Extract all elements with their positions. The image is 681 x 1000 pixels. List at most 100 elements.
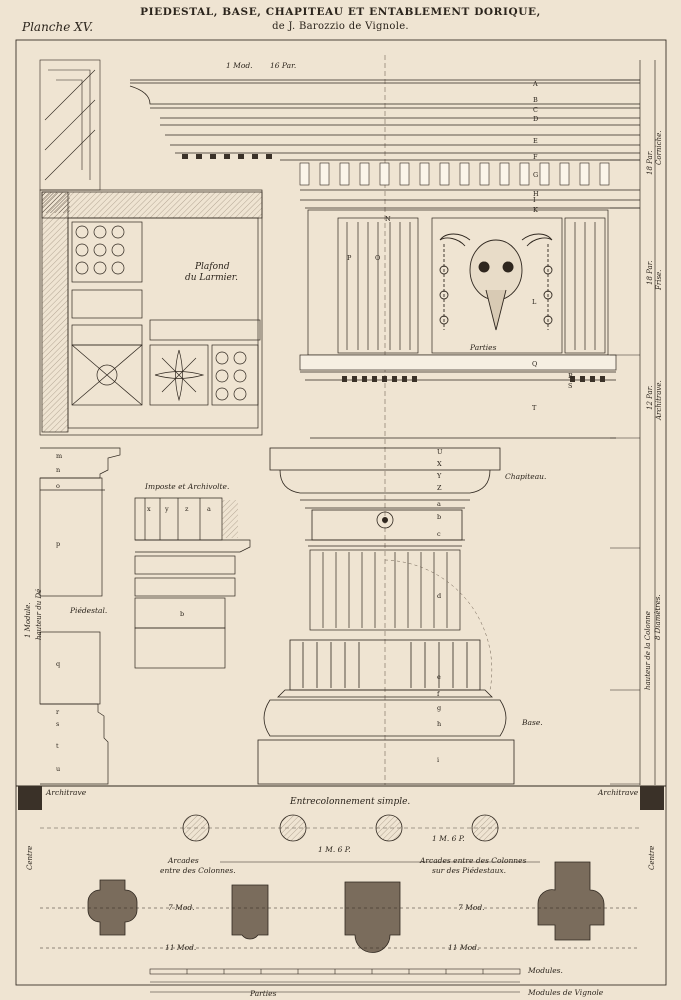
letter-capital-1: X bbox=[437, 460, 442, 468]
label-architrave-right: Architrave bbox=[598, 788, 639, 797]
label-mod-bottom-right: 11 Mod. bbox=[448, 943, 480, 952]
plate-subtitle: de J. Barozzio de Vignole. bbox=[272, 21, 409, 32]
letter-base-4: h bbox=[437, 720, 442, 728]
letter-imposte-4: b bbox=[180, 610, 185, 618]
label-architrave-left: Architrave bbox=[46, 788, 87, 797]
label-par-top: 16 Par. bbox=[270, 61, 297, 70]
letter-imposte-2: z bbox=[185, 505, 189, 513]
entrecolonnement-plan bbox=[40, 814, 640, 842]
label-frise-par: 18 Par. bbox=[646, 260, 654, 285]
label-arcades-piedestaux-1: Arcades entre des Colonnes bbox=[420, 856, 527, 865]
rosette-icon bbox=[154, 349, 205, 402]
label-entrecolonnement: Entrecolonnement simple. bbox=[290, 797, 411, 807]
label-mod-top: 1 Mod. bbox=[226, 61, 253, 70]
letter-base-3: g bbox=[437, 704, 442, 712]
letter-right-0: A bbox=[533, 80, 538, 88]
letter-pedestal-5: r bbox=[56, 708, 60, 716]
label-corniche-par: 18 Par. bbox=[646, 150, 654, 175]
letter-pedestal-2: o bbox=[56, 482, 60, 490]
construction-arc bbox=[384, 559, 493, 691]
label-modules: Modules. bbox=[528, 966, 563, 975]
letter-right-9: K bbox=[533, 206, 538, 214]
label-hauteur-colonne: hauteur de la Colonne bbox=[644, 611, 652, 690]
imposte-hatch bbox=[222, 500, 238, 538]
right-scale-ticks bbox=[610, 79, 640, 785]
capital bbox=[269, 447, 501, 547]
planche-number: Planche XV. bbox=[22, 20, 94, 34]
label-centre-left: Centre bbox=[26, 845, 34, 870]
column-shaft bbox=[309, 549, 461, 631]
letter-right-4: E bbox=[533, 137, 538, 145]
label-architrave: Architrave. bbox=[655, 380, 663, 420]
letter-right-7: H bbox=[533, 190, 539, 198]
label-centre-right: Centre bbox=[648, 845, 656, 870]
label-imposte: Imposte et Archivolte. bbox=[145, 482, 230, 491]
letter-frieze-5: R bbox=[568, 372, 573, 380]
letter-base-1: e bbox=[437, 673, 441, 681]
letter-imposte-0: x bbox=[147, 505, 151, 513]
soffit-fret bbox=[39, 59, 101, 191]
letter-pedestal-0: m bbox=[56, 452, 63, 460]
letter-frieze-7: T bbox=[532, 404, 537, 412]
letter-right-5: F bbox=[533, 153, 538, 161]
label-diametres: 8 Diamètres. bbox=[654, 594, 662, 640]
label-arcades-1: Arcades bbox=[168, 856, 199, 865]
label-arcades-piedestaux-2: sur des Piédestaux. bbox=[432, 866, 507, 875]
bucranium-icon bbox=[439, 233, 553, 331]
label-hauteur-de: hauteur du Dé bbox=[35, 588, 43, 640]
mutules-row bbox=[299, 162, 610, 186]
label-m5p-1: 1 M. 6 P. bbox=[318, 845, 351, 854]
letter-frieze-2: P bbox=[347, 254, 352, 262]
letter-imposte-1: y bbox=[165, 505, 169, 513]
letter-right-3: D bbox=[533, 115, 539, 123]
letter-imposte-3: a bbox=[207, 505, 211, 513]
label-mod-bottom-left: 11 Mod. bbox=[165, 943, 197, 952]
letter-pedestal-4: q bbox=[56, 660, 61, 668]
architrave bbox=[299, 354, 617, 439]
letter-base-0: d bbox=[437, 592, 442, 600]
scale-bar bbox=[149, 968, 521, 993]
letter-base-5: i bbox=[437, 756, 440, 764]
label-plafond: Plafond bbox=[195, 262, 230, 272]
label-m5p-2: 1 M. 6 P. bbox=[432, 834, 465, 843]
letter-frieze-1: O bbox=[375, 254, 381, 262]
letter-right-2: C bbox=[533, 106, 538, 114]
label-corniche: Corniche. bbox=[655, 130, 663, 165]
letter-pedestal-8: u bbox=[56, 765, 61, 773]
letter-pedestal-6: s bbox=[56, 720, 60, 728]
letter-capital-6: c bbox=[437, 530, 441, 538]
guttae bbox=[342, 376, 605, 382]
column-base bbox=[257, 639, 515, 785]
label-piedestal: Piédestal. bbox=[70, 606, 108, 615]
dentils-left bbox=[182, 154, 272, 159]
soffit-corner-hatch bbox=[42, 193, 70, 213]
label-frise: Frise. bbox=[655, 269, 663, 290]
letter-pedestal-3: p bbox=[56, 540, 61, 548]
frieze bbox=[307, 209, 609, 356]
letter-right-6: G bbox=[533, 171, 539, 179]
letter-frieze-3: L bbox=[532, 298, 537, 306]
label-architrave-par: 12 Par. bbox=[646, 385, 654, 410]
letter-base-2: f bbox=[437, 690, 440, 698]
label-chapiteau: Chapiteau. bbox=[505, 472, 547, 481]
letter-pedestal-1: n bbox=[56, 466, 61, 474]
imposte-archivolte bbox=[134, 497, 251, 669]
label-parties: Parties bbox=[250, 989, 277, 998]
label-du-larmier: du Larmier. bbox=[185, 273, 238, 283]
arcade-piers bbox=[87, 861, 605, 953]
plate-title: PIEDESTAL, BASE, CHAPITEAU ET ENTABLEMEN… bbox=[140, 6, 541, 18]
letter-capital-4: a bbox=[437, 500, 441, 508]
label-base: Base. bbox=[522, 718, 543, 727]
right-architrave-block bbox=[640, 786, 664, 810]
letter-capital-3: Z bbox=[437, 484, 442, 492]
letter-frieze-6: S bbox=[568, 382, 573, 390]
label-parties-frieze: Parties bbox=[470, 343, 497, 352]
letter-right-8: I bbox=[533, 196, 536, 204]
cornice bbox=[129, 79, 640, 209]
label-med-mid: 7 Mod. bbox=[458, 903, 485, 912]
label-med-left: 7 Mod. bbox=[168, 903, 195, 912]
letter-pedestal-7: t bbox=[56, 742, 59, 750]
letter-frieze-0: N bbox=[385, 215, 391, 223]
